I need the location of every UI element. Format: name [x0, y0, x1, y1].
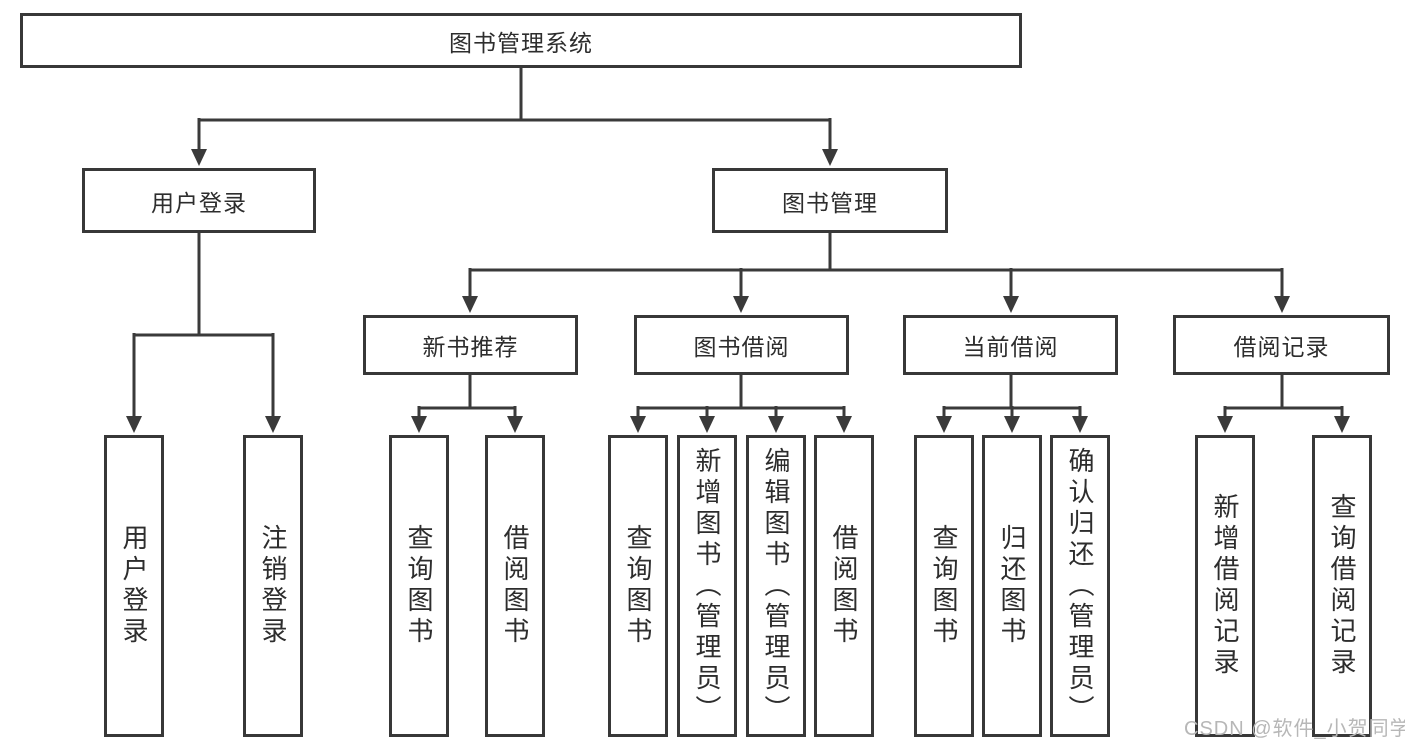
- leaf-user-login-label: 用户登录: [119, 524, 149, 648]
- leaf-add-borrow-record-label: 新增借阅记录: [1210, 493, 1240, 679]
- watermark-credit: CSDN @软件_小贺同学: [1184, 718, 1405, 740]
- leaf-add-books-admin: 新增图书（管理员）: [677, 435, 737, 737]
- node-book-management: 图书管理: [712, 168, 948, 233]
- leaf-current-query-books: 查询图书: [914, 435, 974, 737]
- leaf-query-borrow-record-label: 查询借阅记录: [1327, 493, 1357, 679]
- leaf-add-borrow-record: 新增借阅记录: [1195, 435, 1255, 737]
- leaf-borrow-query-books: 查询图书: [608, 435, 668, 737]
- leaf-query-borrow-record: 查询借阅记录: [1312, 435, 1372, 737]
- leaf-edit-books-admin-label: 编辑图书（管理员）: [761, 446, 791, 726]
- leaf-borrow-query-books-label: 查询图书: [623, 524, 653, 648]
- node-user-login: 用户登录: [82, 168, 316, 233]
- leaf-confirm-return-admin: 确认归还（管理员）: [1050, 435, 1110, 737]
- node-current-borrow: 当前借阅: [903, 315, 1118, 375]
- node-borrow-records: 借阅记录: [1173, 315, 1390, 375]
- arrowheads: [126, 149, 1350, 433]
- leaf-logout: 注销登录: [243, 435, 303, 737]
- leaf-recommend-query-books-label: 查询图书: [404, 524, 434, 648]
- leaf-recommend-borrow-books: 借阅图书: [485, 435, 545, 737]
- leaf-confirm-return-admin-label: 确认归还（管理员）: [1065, 446, 1095, 726]
- leaf-return-books: 归还图书: [982, 435, 1042, 737]
- leaf-recommend-borrow-books-label: 借阅图书: [500, 524, 530, 648]
- leaf-return-books-label: 归还图书: [997, 524, 1027, 648]
- leaf-current-query-books-label: 查询图书: [929, 524, 959, 648]
- leaf-edit-books-admin: 编辑图书（管理员）: [746, 435, 806, 737]
- node-library-system: 图书管理系统: [20, 13, 1022, 68]
- leaf-logout-label: 注销登录: [258, 524, 288, 648]
- leaf-user-login: 用户登录: [104, 435, 164, 737]
- leaf-add-books-admin-label: 新增图书（管理员）: [692, 446, 722, 726]
- node-new-book-recommend: 新书推荐: [363, 315, 578, 375]
- leaf-borrow-books: 借阅图书: [814, 435, 874, 737]
- leaf-recommend-query-books: 查询图书: [389, 435, 449, 737]
- leaf-borrow-books-label: 借阅图书: [829, 524, 859, 648]
- node-book-borrow: 图书借阅: [634, 315, 849, 375]
